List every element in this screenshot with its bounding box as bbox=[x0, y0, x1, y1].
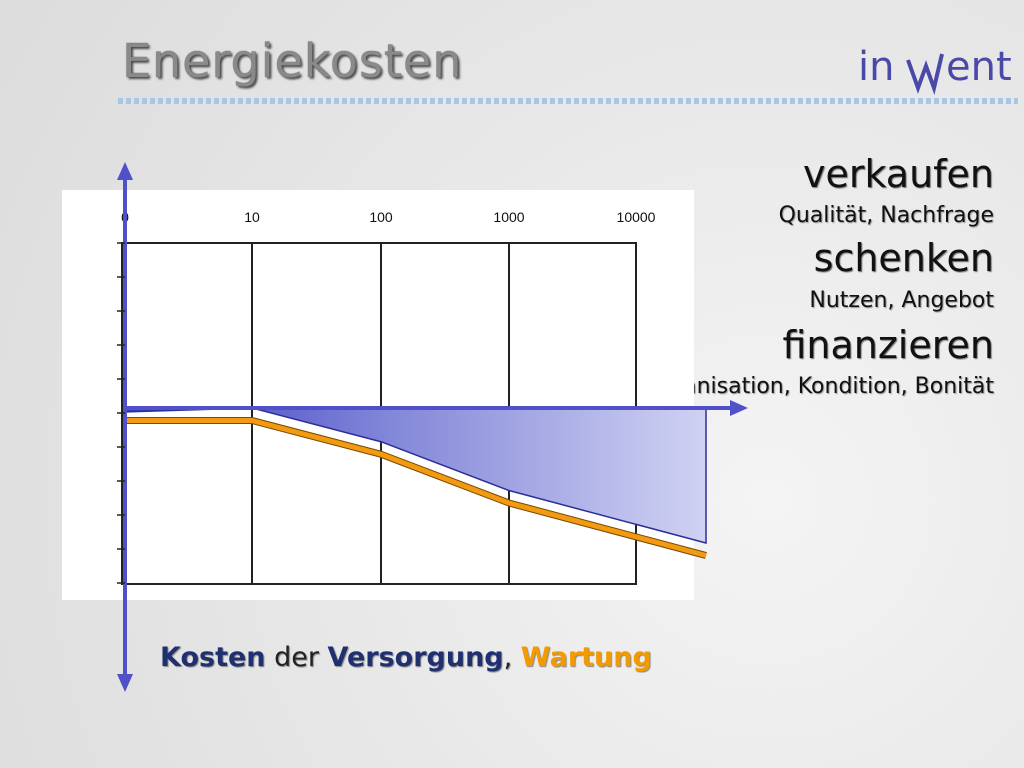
x-axis-arrow bbox=[730, 400, 748, 416]
sub-verkaufen: Qualität, Nachfrage bbox=[778, 203, 994, 228]
logo-w-mark bbox=[906, 53, 944, 95]
y-axis-arrow-top bbox=[117, 162, 133, 180]
x-tick-label: 10000 bbox=[617, 209, 656, 225]
caption-kosten: Kosten bbox=[160, 642, 266, 673]
heading-verkaufen: verkaufen bbox=[802, 152, 994, 196]
cost-area bbox=[124, 407, 707, 544]
invent-logo: in ent bbox=[858, 40, 1018, 100]
chart-panel bbox=[62, 190, 694, 600]
logo-text-right: ent bbox=[946, 44, 1012, 90]
caption-comma: , bbox=[503, 642, 521, 673]
title-rule bbox=[118, 98, 1018, 104]
x-tick-label: 10 bbox=[244, 209, 260, 225]
y-ticks bbox=[117, 242, 125, 584]
caption-der: der bbox=[265, 642, 328, 673]
cost-line-highlight bbox=[125, 418, 707, 558]
chart-caption: Kosten der Versorgung, Wartung bbox=[160, 642, 652, 673]
heading-schenken: schenken bbox=[813, 236, 994, 280]
sub-finanzieren: Organisation, Kondition, Bonität bbox=[643, 374, 994, 399]
caption-versorgung: Versorgung bbox=[327, 642, 504, 673]
sub-schenken: Nutzen, Angebot bbox=[809, 288, 994, 313]
caption-wartung: Wartung bbox=[520, 642, 652, 673]
logo-text-left: in bbox=[858, 44, 895, 90]
slide-title: Energiekosten bbox=[122, 34, 463, 88]
heading-finanzieren: finanzieren bbox=[782, 323, 994, 367]
y-axis-arrow-bottom bbox=[117, 674, 133, 692]
tick-labels: 010100100010000 bbox=[121, 209, 656, 225]
x-tick-label: 1000 bbox=[493, 209, 524, 225]
x-tick-label: 100 bbox=[369, 209, 393, 225]
